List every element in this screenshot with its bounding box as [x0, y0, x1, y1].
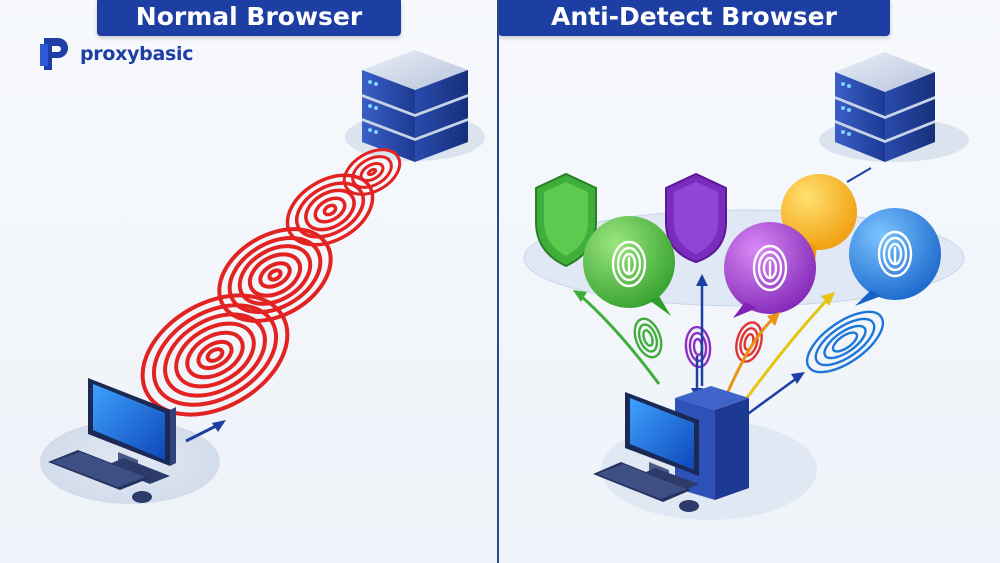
speech-bubble-icon: [724, 222, 816, 318]
fingerprint-icon: [633, 317, 663, 359]
server-icon: [819, 52, 969, 183]
arrow-icon: [696, 274, 708, 386]
normal-browser-panel: Normal Browser proxybasic: [0, 0, 497, 563]
speech-bubble-icon: [583, 216, 675, 316]
fingerprint-icon: [611, 240, 647, 288]
normal-browser-scene: [40, 50, 485, 504]
brand-logo: proxybasic: [38, 34, 193, 74]
fingerprint-trail: [140, 148, 402, 417]
fingerprint-icon: [342, 148, 402, 196]
shield-icon: [535, 172, 597, 268]
arrow-icon: [733, 292, 835, 415]
anti-detect-browser-scene: [523, 52, 969, 520]
proxybasic-logo-icon: [40, 38, 68, 70]
shield-icon: [665, 172, 727, 264]
fingerprint-icon: [752, 244, 788, 292]
anti-detect-browser-panel: Anti-Detect Browser: [499, 0, 1000, 563]
desktop-computer-icon: [40, 378, 220, 504]
desktop-computer-icon: [593, 386, 817, 520]
arrow-icon: [573, 290, 661, 385]
panel-divider: [497, 0, 499, 563]
arrow-icon: [185, 420, 226, 443]
fingerprint-icon: [140, 293, 290, 417]
fingerprint-icon: [877, 230, 913, 278]
anti-detect-browser-title: Anti-Detect Browser: [499, 0, 890, 36]
speech-bubble-icon: [849, 208, 941, 306]
fingerprint-icon: [805, 310, 885, 374]
fingerprint-icon: [735, 321, 763, 363]
brand-name: proxybasic: [80, 43, 194, 65]
normal-browser-title: Normal Browser: [97, 0, 401, 36]
server-icon: [345, 50, 485, 162]
arrow-icon: [744, 372, 805, 418]
